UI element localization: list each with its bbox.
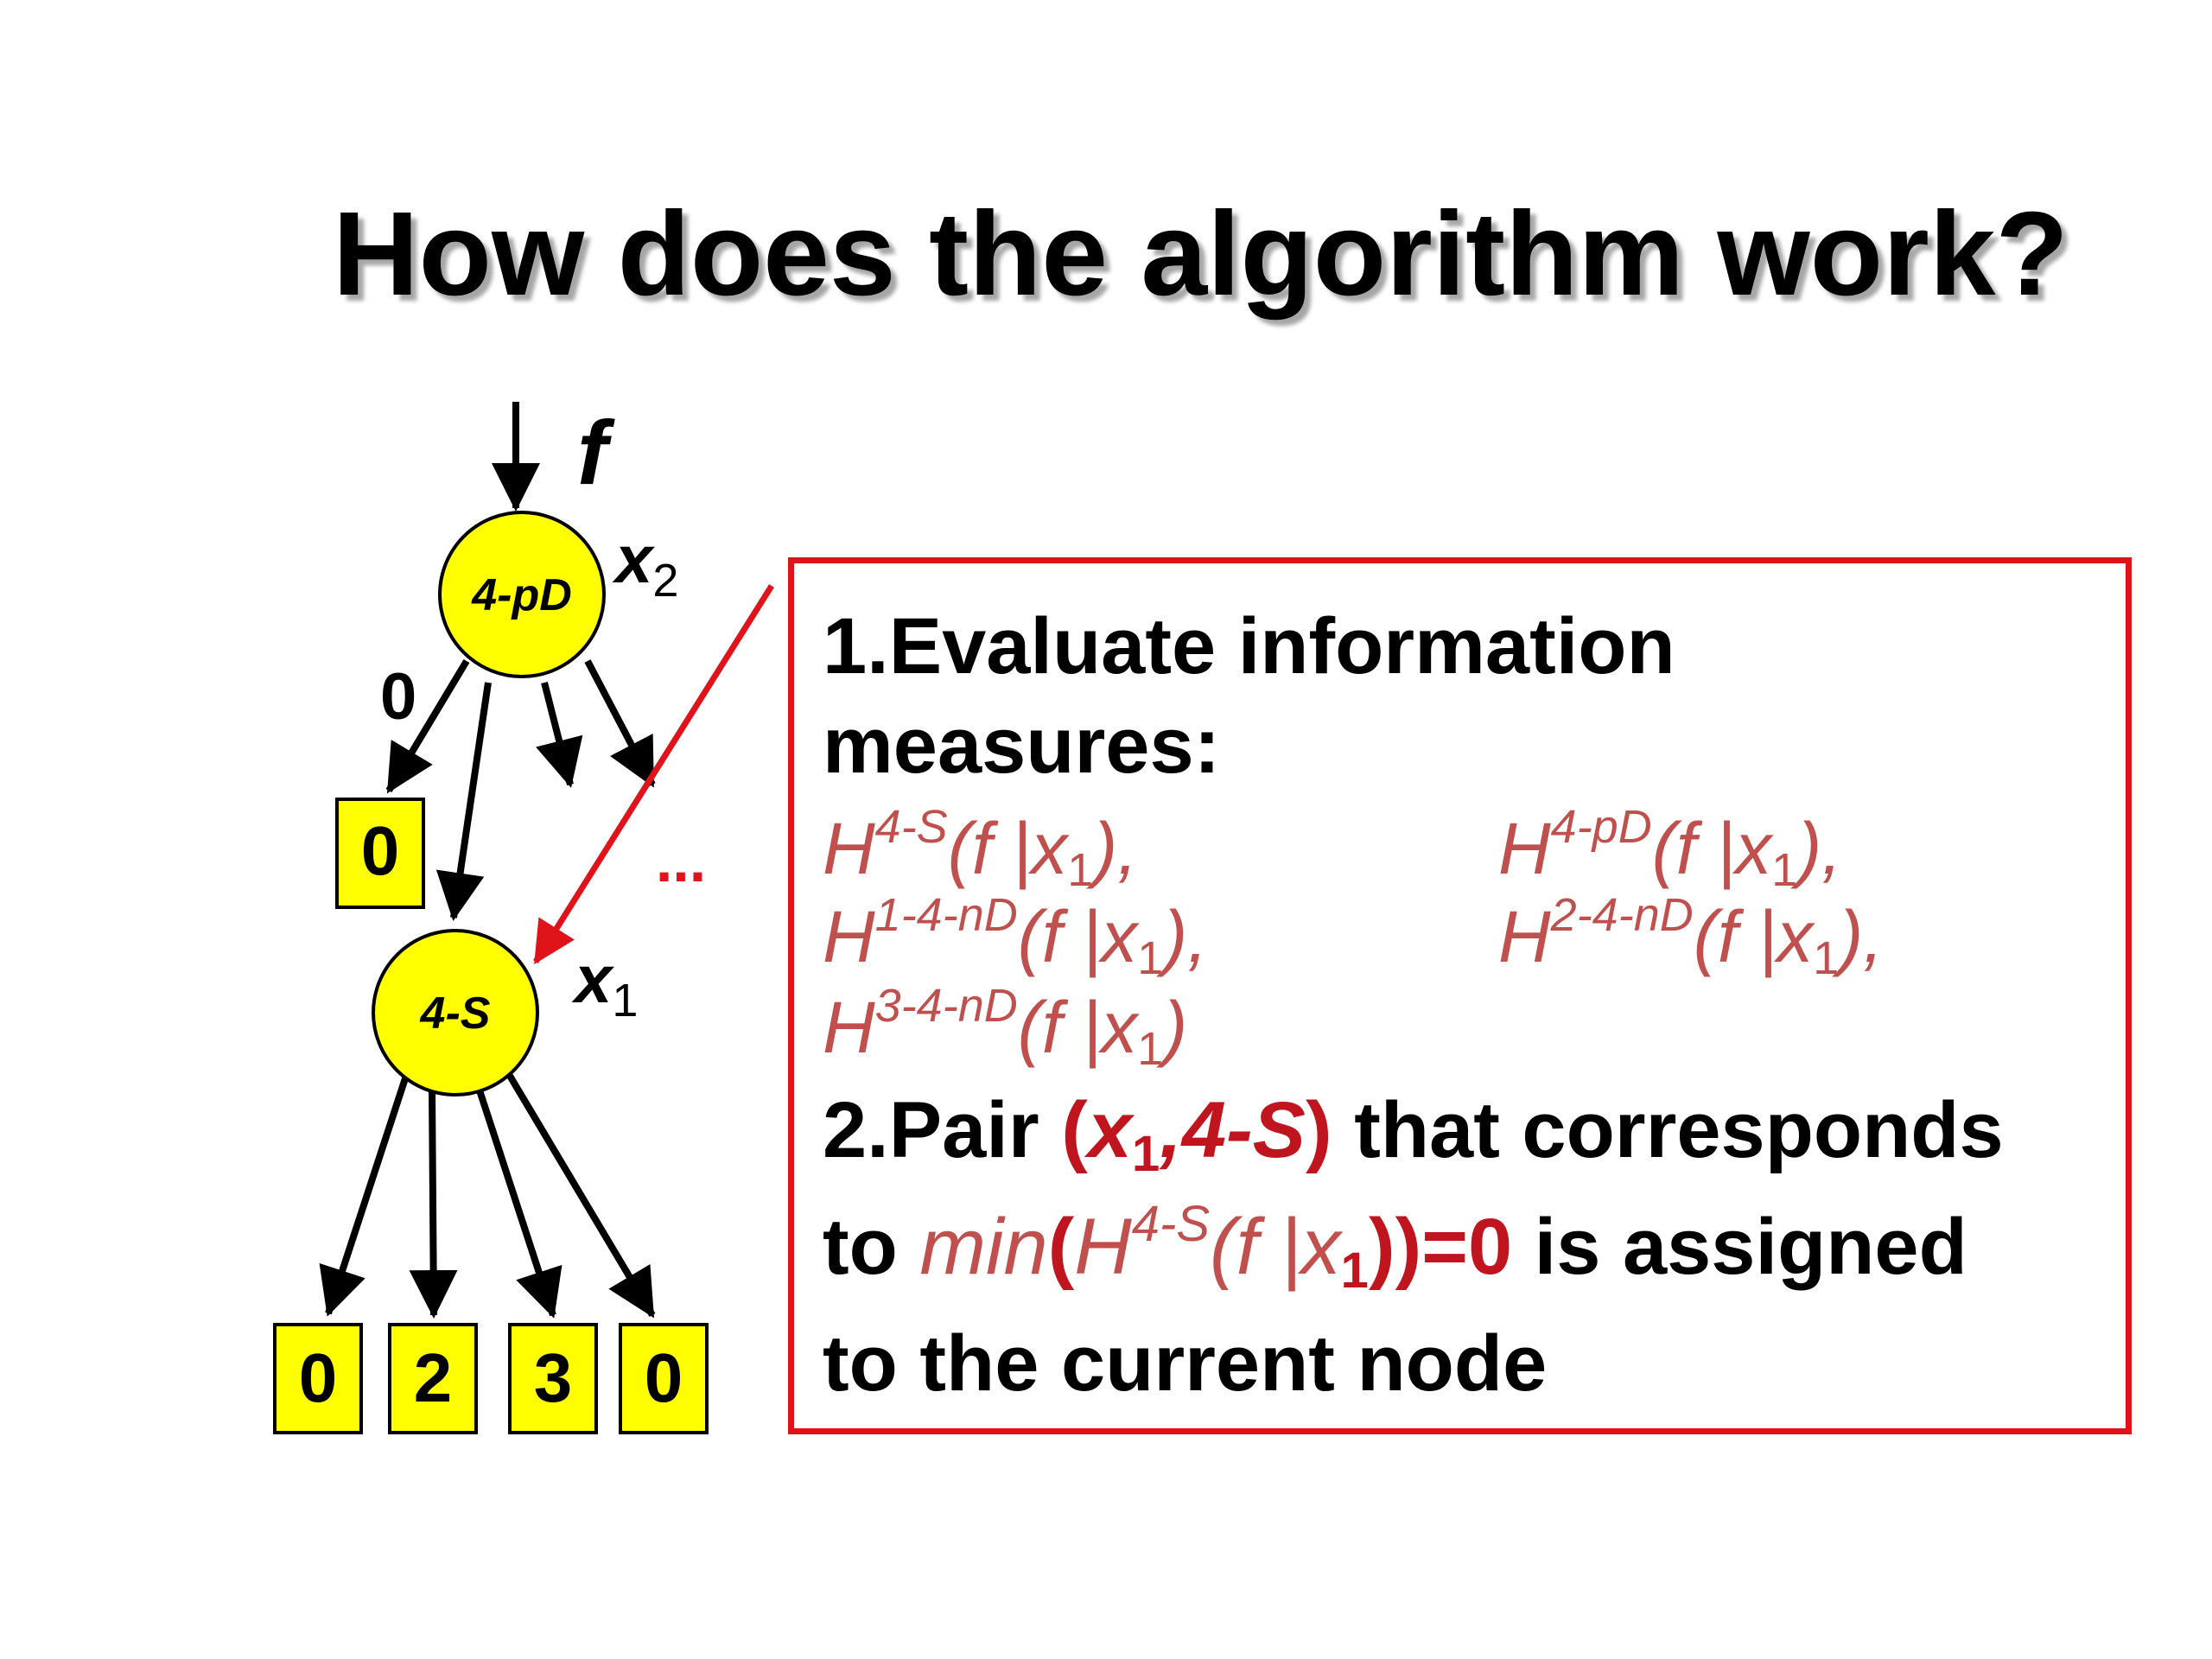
measure-4-pD: H4-pD(f |x1), <box>1498 801 1842 896</box>
edge-root-branch-4 <box>584 659 656 788</box>
measure-3-4-nD: H3-4-nD(f |x1) <box>823 980 1188 1075</box>
root-leaf <box>335 798 425 909</box>
measure-2-4-nD: H2-4-nD(f |x1), <box>1498 889 1884 984</box>
step1-line1: 1.Evaluate information <box>823 602 1675 690</box>
root-leaf-value: 0 <box>361 812 400 889</box>
step2-line1: 2.Pair (x1,4-S) that corresponds <box>823 1086 2004 1182</box>
measure-1-4-nD: H1-4-nD(f |x1), <box>823 889 1208 984</box>
leaf-value-2: 2 <box>414 1339 453 1416</box>
root-node-label: 4-pD <box>471 570 572 620</box>
ellipsis: ... <box>656 827 706 894</box>
child-node-label: 4-S <box>420 988 491 1039</box>
leaf-value-4: 0 <box>645 1339 683 1416</box>
edge-root-branch-3 <box>536 682 583 788</box>
leaf-box-4 <box>619 1323 709 1434</box>
edge-child-leaf-1 <box>319 1074 410 1317</box>
child-node-variable: x1 <box>571 941 638 1027</box>
child-node <box>372 929 539 1096</box>
input-label: f <box>577 403 615 504</box>
edge-child-leaf-3 <box>476 1089 563 1319</box>
root-node <box>438 511 606 678</box>
edge-root-to-leaf <box>385 658 470 794</box>
leaf-box-2 <box>388 1323 478 1434</box>
leaf-value-1: 0 <box>299 1339 338 1416</box>
pointer-arrow <box>533 584 774 964</box>
step2-line3: to the current node <box>823 1319 1548 1408</box>
leaf-box-3 <box>508 1323 598 1434</box>
measure-4-S: H4-S(f |x1), <box>823 801 1138 896</box>
step2-line2: to min(H4-S(f |x1))=0 is assigned <box>823 1196 1967 1299</box>
step1-line2: measures: <box>823 702 1221 790</box>
root-node-variable: x2 <box>612 521 678 607</box>
slide-title: How does the algorithm work? <box>333 188 2069 321</box>
edge-child-leaf-4 <box>506 1073 656 1319</box>
edge-child-leaf-2 <box>409 1090 458 1319</box>
algorithm-steps-box: 1.Evaluate information measures: H4-S(f … <box>788 557 2132 1434</box>
root-edge-label: 0 <box>380 660 416 734</box>
leaf-value-3: 3 <box>534 1339 573 1416</box>
edge-root-to-child <box>435 682 492 921</box>
leaf-box-1 <box>273 1323 363 1434</box>
